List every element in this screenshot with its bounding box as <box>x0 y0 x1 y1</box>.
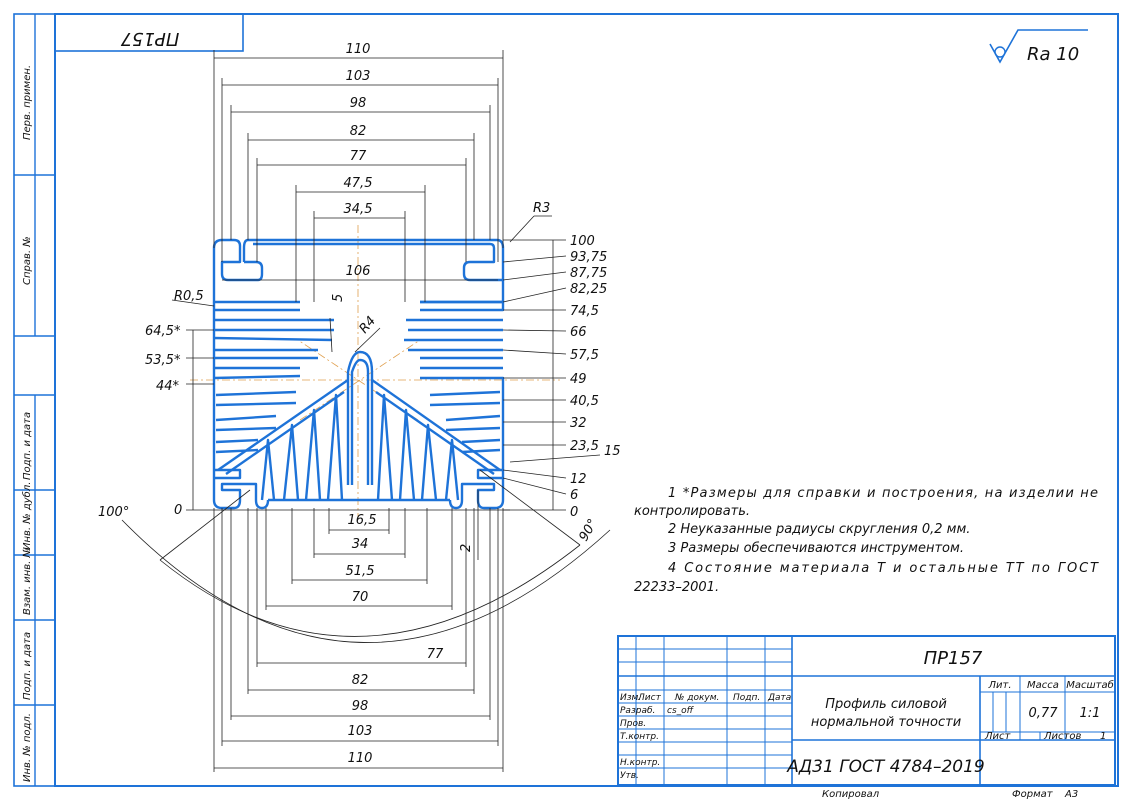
side-label-sprav: Справ. № <box>22 236 33 285</box>
radius-r4: R4 <box>357 314 380 337</box>
tb-prov: Пров. <box>620 719 646 729</box>
dim-bottom-51-5: 51,5 <box>346 564 375 579</box>
dim-bottom-98: 98 <box>352 699 369 714</box>
dim-top-110: 110 <box>346 42 371 57</box>
note-line-2: контролировать. <box>634 504 750 519</box>
tb-name-line1: Профиль силовой <box>825 697 947 712</box>
dim-right-74-5: 74,5 <box>570 304 599 319</box>
roughness-text: Ra 10 <box>1027 44 1079 65</box>
dim-left-53-5: 53,5* <box>145 353 181 368</box>
radius-r05: R0,5 <box>174 289 204 304</box>
sheet-frame <box>13 13 1119 787</box>
tb-col-lit: Лит. <box>987 680 1011 691</box>
radius-r3: R3 <box>533 201 550 216</box>
tb-utv: Утв. <box>620 771 639 781</box>
center-lines <box>190 225 560 518</box>
tb-designation: ПР157 <box>924 648 983 669</box>
dim-right-15: 15 <box>604 444 621 459</box>
tb-name-line2: нормальной точности <box>811 715 961 730</box>
dim-left-0: 0 <box>174 503 182 518</box>
tb-head-list: Лист <box>637 693 662 703</box>
dim-inner-106: 106 <box>346 264 371 279</box>
dim-bottom-77: 77 <box>427 647 444 662</box>
dim-right-0: 0 <box>570 505 578 520</box>
dim-right-82-25: 82,25 <box>570 282 607 297</box>
dim-top-77: 77 <box>350 149 367 164</box>
footer-copied: Копировал <box>822 789 880 800</box>
tb-mass-value: 0,77 <box>1029 706 1059 721</box>
dim-bottom-2: 2 <box>459 544 474 552</box>
dim-top-34-5: 34,5 <box>344 202 373 217</box>
tb-razrab: Разраб. <box>620 706 655 716</box>
dim-bottom-103: 103 <box>348 724 373 739</box>
dim-right-23-5: 23,5 <box>570 439 599 454</box>
footer-format-value: А3 <box>1064 789 1078 800</box>
dim-bottom-34: 34 <box>352 537 369 552</box>
note-line-1: 1 *Размеры для справки и построения, на … <box>668 486 1098 501</box>
tb-sheet-label: Лист <box>984 731 1012 742</box>
tb-head-doc: № докум. <box>674 693 719 703</box>
tb-material: АД31 ГОСТ 4784–2019 <box>786 757 984 777</box>
profile-outline <box>212 238 505 510</box>
right-dimensions: 100 93,75 87,75 82,25 74,5 66 57,5 49 40… <box>502 234 621 520</box>
dim-bottom-70: 70 <box>352 590 369 605</box>
tb-razrab-name: cs_off <box>667 706 695 716</box>
title-block: ПР157 Профиль силовой нормальной точност… <box>617 635 1116 786</box>
dim-right-49: 49 <box>570 372 587 387</box>
side-label-podp2: Подп. и дата <box>22 632 33 700</box>
dim-right-12: 12 <box>570 472 587 487</box>
dim-left-44: 44* <box>156 379 180 394</box>
angle-left: 100° <box>98 505 129 520</box>
dim-right-32: 32 <box>570 416 587 431</box>
tb-scale-value: 1:1 <box>1080 706 1101 721</box>
tb-head-izm: Изм. <box>620 693 641 703</box>
dim-right-57-5: 57,5 <box>570 348 599 363</box>
tb-nkontr: Н.контр. <box>620 758 660 768</box>
tb-head-podp: Подп. <box>733 693 760 703</box>
dim-right-66: 66 <box>570 325 587 340</box>
tb-head-data: Дата <box>767 693 791 703</box>
note-line-3: 2 Неуказанные радиусы скругления 0,2 мм. <box>668 522 970 537</box>
note-line-4: 3 Размеры обеспечиваются инструментом. <box>668 541 964 556</box>
technical-notes: 1 *Размеры для справки и построения, на … <box>634 486 1099 595</box>
header-mirror-text: ПР157 <box>120 28 179 49</box>
dim-right-93-75: 93,75 <box>570 250 607 265</box>
angle-right: 90° <box>576 517 601 544</box>
dim-right-100: 100 <box>570 234 595 249</box>
bottom-dimensions: 16,5 34 51,5 70 77 82 98 103 110 2 <box>213 490 504 772</box>
dim-top-98: 98 <box>350 96 367 111</box>
note-line-6: 22233–2001. <box>634 580 719 595</box>
top-dimensions: 110 103 98 82 77 47,5 34,5 106 <box>213 42 504 302</box>
dim-left-64-5: 64,5* <box>145 324 181 339</box>
side-label-inv-dubl: Инв. № дубл. <box>21 482 33 550</box>
dim-bottom-82: 82 <box>352 673 369 688</box>
tb-col-mass: Масса <box>1027 680 1059 691</box>
radius-five: 5 <box>331 294 346 302</box>
dim-top-47-5: 47,5 <box>344 176 373 191</box>
tb-tkontr: Т.контр. <box>620 732 659 742</box>
tb-sheets-value: 1 <box>1100 731 1106 742</box>
angle-dimensions: 100° 90° <box>98 469 611 643</box>
dim-top-103: 103 <box>346 69 371 84</box>
side-label-vzam: Взам. инв. № <box>22 547 33 615</box>
dim-right-40-5: 40,5 <box>570 394 599 409</box>
dim-bottom-16-5: 16,5 <box>348 513 377 528</box>
tb-col-scale: Масштаб <box>1066 679 1114 691</box>
side-label-inv-podl: Инв. № подл. <box>22 713 33 782</box>
roughness-symbol: Ra 10 <box>989 29 1088 65</box>
dim-right-87-75: 87,75 <box>570 266 607 281</box>
tb-sheets-label: Листов <box>1043 731 1081 742</box>
side-label-podp1: Подп. и дата <box>22 412 33 480</box>
dim-right-6: 6 <box>570 488 578 503</box>
footer-format: Формат <box>1012 789 1054 800</box>
dim-bottom-110: 110 <box>348 751 373 766</box>
dim-top-82: 82 <box>350 124 367 139</box>
side-label-perv: Перв. примен. <box>22 65 33 140</box>
note-line-5: 4 Состояние материала Т и остальные ТТ п… <box>668 561 1099 576</box>
footer: Копировал Формат А3 <box>822 789 1078 800</box>
side-labels: Перв. примен. Справ. № Подп. и дата Инв.… <box>21 65 33 782</box>
